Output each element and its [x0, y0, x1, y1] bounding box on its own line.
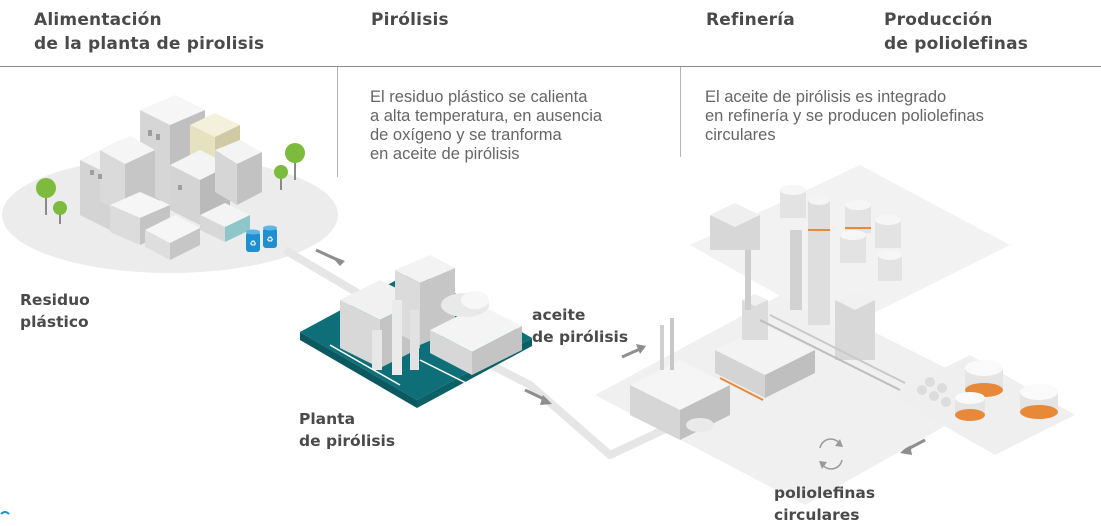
label-pyrolysis-oil-line2: de pirólisis [532, 328, 629, 346]
pyrolysis-plant [300, 255, 532, 408]
recycle-bin-icon: ♻ ♻ [246, 225, 277, 252]
pyrolysis-description-line: a alta temperatura, en ausencia [370, 107, 603, 125]
refinery-description-line: en refinería y se producen poliolefinas [705, 107, 984, 125]
refinery-plant [630, 185, 906, 440]
label-pyrolysis-plant-line1: Planta [299, 410, 356, 428]
header-feed-line1: Alimentación [34, 10, 162, 30]
header-production-line1: Producción [884, 10, 993, 30]
label-pyrolysis-oil-line1: aceite [532, 306, 586, 324]
flow-arrow-icon [315, 248, 926, 455]
label-plastic-waste-line2: plástico [20, 313, 89, 331]
label-circular-polyolefins: poliolefinas circulares [774, 482, 875, 526]
svg-text:♻: ♻ [249, 239, 256, 248]
polyolefin-tanks [917, 360, 1058, 421]
pyrolysis-description-line: El residuo plástico se calienta [370, 88, 588, 106]
tree-icon [36, 143, 305, 224]
storage-tanks [780, 185, 902, 281]
label-pyrolysis-plant-line2: de pirólisis [299, 432, 396, 450]
corner-mark [0, 511, 10, 515]
recycle-cycle-icon [819, 438, 843, 470]
refinery-description-line: El aceite de pirólisis es integrado [705, 88, 947, 106]
label-plastic-waste: Residuo plástico [20, 289, 90, 333]
header-refinery: Refinería [706, 10, 795, 30]
label-circular-polyolefins-line2: circulares [774, 506, 860, 524]
header-production: Producción de poliolefinas [884, 8, 1028, 56]
svg-text:♻: ♻ [266, 235, 273, 244]
city-buildings [80, 95, 262, 260]
header-production-line2: de poliolefinas [884, 34, 1029, 54]
pyrolysis-description: El residuo plástico se calienta a alta t… [370, 88, 602, 164]
refinery-description: El aceite de pirólisis es integrado en r… [705, 88, 984, 145]
header-feed: Alimentación de la planta de pirolisis [34, 8, 264, 56]
pyrolysis-description-line: en aceite de pirólisis [370, 145, 520, 163]
header-pyrolysis: Pirólisis [371, 10, 449, 30]
label-plastic-waste-line1: Residuo [20, 291, 90, 309]
column-divider-1 [337, 67, 338, 177]
label-circular-polyolefins-line1: poliolefinas [774, 484, 876, 502]
label-pyrolysis-oil: aceite de pirólisis [532, 304, 628, 348]
refinery-description-line: circulares [705, 126, 776, 144]
header-feed-line2: de la planta de pirolisis [34, 34, 265, 54]
header-divider [0, 66, 1101, 67]
label-pyrolysis-plant: Planta de pirólisis [299, 408, 395, 452]
pyrolysis-description-line: de oxígeno y se tranforma [370, 126, 562, 144]
column-divider-2 [680, 67, 681, 157]
